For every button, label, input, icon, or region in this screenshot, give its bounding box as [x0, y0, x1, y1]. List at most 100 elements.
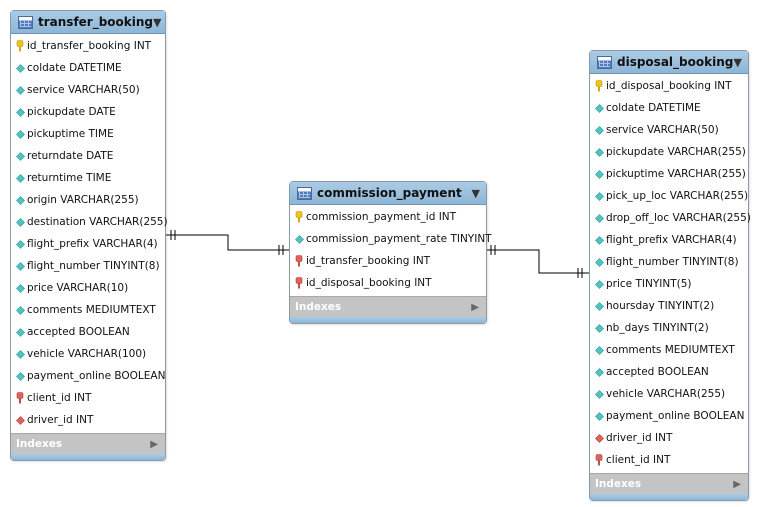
indexes-section[interactable]: Indexes ▶ — [290, 296, 486, 317]
primary-key-icon — [14, 40, 26, 52]
column-label: commission_payment_id INT — [306, 211, 457, 223]
column-row[interactable]: pickuptime VARCHAR(255) — [590, 163, 748, 185]
table-title: commission_payment — [317, 186, 462, 200]
column-label: origin VARCHAR(255) — [27, 194, 139, 206]
column-label: id_disposal_booking INT — [606, 80, 732, 92]
column-row[interactable]: pickupdate VARCHAR(255) — [590, 141, 748, 163]
column-row[interactable]: service VARCHAR(50) — [11, 79, 165, 101]
column-row[interactable]: pickuptime TIME — [11, 123, 165, 145]
expand-arrow-icon[interactable]: ▶ — [733, 478, 741, 490]
column-diamond-icon — [14, 348, 26, 360]
indexes-section[interactable]: Indexes ▶ — [590, 473, 748, 494]
column-row[interactable]: vehicle VARCHAR(255) — [590, 383, 748, 405]
column-row[interactable]: flight_prefix VARCHAR(4) — [11, 233, 165, 255]
column-list: id_disposal_booking INT coldate DATETIME s… — [590, 74, 751, 473]
column-row[interactable]: commission_payment_rate TINYINT — [290, 228, 492, 250]
column-diamond-icon — [14, 260, 26, 272]
foreign-key-icon — [14, 392, 26, 404]
column-label: client_id INT — [27, 392, 92, 404]
column-row[interactable]: comments MEDIUMTEXT — [590, 339, 748, 361]
column-list: commission_payment_id INT commission_paym… — [290, 205, 492, 296]
column-diamond-icon — [593, 168, 605, 180]
column-diamond-icon — [14, 84, 26, 96]
column-row[interactable]: commission_payment_id INT — [290, 206, 486, 228]
column-label: id_transfer_booking INT — [27, 40, 152, 52]
column-diamond-icon — [14, 304, 26, 316]
table-header[interactable]: disposal_booking ▼ — [590, 51, 748, 74]
column-diamond-icon — [14, 238, 26, 250]
column-diamond-icon — [593, 322, 605, 334]
column-label: service VARCHAR(50) — [27, 84, 140, 96]
column-label: drop_off_loc VARCHAR(255) — [606, 212, 751, 224]
indexes-label: Indexes — [16, 438, 63, 450]
column-row[interactable]: pick_up_loc VARCHAR(255) — [590, 185, 748, 207]
relationship-transfer-commission — [165, 230, 289, 255]
indexes-label: Indexes — [595, 478, 642, 490]
expand-arrow-icon[interactable]: ▶ — [471, 301, 479, 313]
table-disposal-booking[interactable]: disposal_booking ▼ id_disposal_booking I… — [589, 50, 751, 501]
column-label: returntime TIME — [27, 172, 112, 184]
column-label: flight_prefix VARCHAR(4) — [606, 234, 737, 246]
collapse-arrow-icon[interactable]: ▼ — [471, 186, 480, 200]
primary-key-icon — [293, 211, 305, 223]
column-row[interactable]: service VARCHAR(50) — [590, 119, 748, 141]
column-row[interactable]: payment_online BOOLEAN — [590, 405, 748, 427]
column-row[interactable]: accepted BOOLEAN — [590, 361, 748, 383]
column-row[interactable]: price VARCHAR(10) — [11, 277, 165, 299]
column-row[interactable]: hoursday TINYINT(2) — [590, 295, 748, 317]
column-row[interactable]: returntime TIME — [11, 167, 165, 189]
indexes-section[interactable]: Indexes ▶ — [11, 433, 165, 454]
column-row[interactable]: comments MEDIUMTEXT — [11, 299, 165, 321]
column-label: coldate DATETIME — [27, 62, 122, 74]
collapse-arrow-icon[interactable]: ▼ — [153, 15, 162, 29]
expand-arrow-icon[interactable]: ▶ — [150, 438, 158, 450]
column-row[interactable]: accepted BOOLEAN — [11, 321, 165, 343]
column-row[interactable]: pickupdate DATE — [11, 101, 165, 123]
table-icon — [18, 15, 33, 29]
column-diamond-icon — [14, 370, 26, 382]
column-diamond-icon — [593, 212, 605, 224]
column-label: service VARCHAR(50) — [606, 124, 719, 136]
column-label: comments MEDIUMTEXT — [27, 304, 156, 316]
column-label: flight_number TINYINT(8) — [606, 256, 739, 268]
column-row[interactable]: nb_days TINYINT(2) — [590, 317, 748, 339]
column-row[interactable]: driver_id INT — [590, 427, 748, 449]
column-row[interactable]: destination VARCHAR(255) — [11, 211, 168, 233]
column-row[interactable]: id_transfer_booking INT — [290, 250, 486, 272]
column-row[interactable]: coldate DATETIME — [590, 97, 748, 119]
column-label: pickuptime VARCHAR(255) — [606, 168, 746, 180]
column-row[interactable]: id_disposal_booking INT — [290, 272, 486, 294]
table-transfer-booking[interactable]: transfer_booking ▼ id_transfer_booking I… — [10, 10, 168, 461]
table-footer-bar — [590, 494, 748, 500]
table-header[interactable]: transfer_booking ▼ — [11, 11, 165, 34]
column-row[interactable]: id_disposal_booking INT — [590, 75, 748, 97]
column-row[interactable]: id_transfer_booking INT — [11, 35, 165, 57]
collapse-arrow-icon[interactable]: ▼ — [733, 55, 742, 69]
column-row[interactable]: vehicle VARCHAR(100) — [11, 343, 165, 365]
column-label: pick_up_loc VARCHAR(255) — [606, 190, 749, 202]
column-diamond-icon — [593, 300, 605, 312]
column-row[interactable]: returndate DATE — [11, 145, 165, 167]
column-row[interactable]: payment_online BOOLEAN — [11, 365, 165, 387]
column-row[interactable]: flight_number TINYINT(8) — [11, 255, 165, 277]
table-header[interactable]: commission_payment ▼ — [290, 182, 486, 205]
column-row[interactable]: origin VARCHAR(255) — [11, 189, 165, 211]
column-row[interactable]: drop_off_loc VARCHAR(255) — [590, 207, 751, 229]
column-list: id_transfer_booking INT coldate DATETIME s… — [11, 34, 168, 433]
column-diamond-icon — [593, 146, 605, 158]
column-row[interactable]: coldate DATETIME — [11, 57, 165, 79]
column-row[interactable]: driver_id INT — [11, 409, 165, 431]
column-row[interactable]: flight_prefix VARCHAR(4) — [590, 229, 748, 251]
foreign-key-diamond-icon — [14, 414, 26, 426]
column-row[interactable]: client_id INT — [11, 387, 165, 409]
column-diamond-icon — [593, 366, 605, 378]
column-label: payment_online BOOLEAN — [606, 410, 745, 422]
table-commission-payment[interactable]: commission_payment ▼ commission_payment_… — [289, 181, 492, 324]
table-icon — [597, 55, 612, 69]
column-row[interactable]: client_id INT — [590, 449, 748, 471]
column-row[interactable]: price TINYINT(5) — [590, 273, 748, 295]
column-label: commission_payment_rate TINYINT — [306, 233, 492, 245]
column-label: payment_online BOOLEAN — [27, 370, 166, 382]
column-label: returndate DATE — [27, 150, 114, 162]
column-row[interactable]: flight_number TINYINT(8) — [590, 251, 748, 273]
